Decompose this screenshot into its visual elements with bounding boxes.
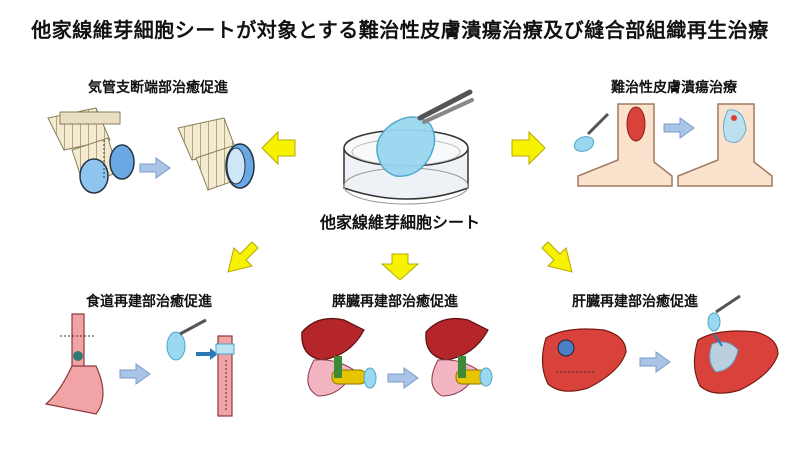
- label-skin: 難治性皮膚潰瘍治療: [611, 80, 737, 96]
- page-title: 他家線維芽細胞シートが対象とする難治性皮膚潰瘍治療及び縫合部組織再生治療: [31, 18, 769, 42]
- label-liver: 肝臓再建部治癒促進: [572, 294, 698, 310]
- yellow-arrow-icon: [227, 130, 573, 281]
- bronchus-before: [47, 107, 135, 194]
- pancreas-before: [301, 317, 377, 397]
- esophagus-sheet: [166, 318, 218, 361]
- label-pancreas: 膵臓再建部治癒促進: [332, 294, 458, 310]
- liver-before: [541, 328, 627, 392]
- blue-arrow-icon: [387, 367, 419, 389]
- skin-after: [677, 103, 773, 187]
- liver-after: [693, 294, 779, 394]
- blue-arrow-icon: [119, 363, 151, 385]
- blue-arrow-icon: [139, 157, 171, 179]
- label-center-sheet: 他家線維芽細胞シート: [319, 213, 480, 232]
- pancreas-after: [425, 317, 493, 397]
- blue-arrow-icon: [639, 351, 671, 373]
- label-bronchus: 気管支断端部治癒促進: [88, 80, 228, 96]
- label-esophagus: 食道再建部治癒促進: [86, 294, 212, 310]
- tweezers-icon: [417, 89, 474, 124]
- bronchus-after: [177, 117, 255, 191]
- esophagus-after: [215, 335, 235, 417]
- skin-before: [573, 103, 673, 187]
- cell-sheet-center: [376, 116, 436, 177]
- esophagus-before: [44, 313, 104, 415]
- blue-arrow-icon: [663, 117, 695, 139]
